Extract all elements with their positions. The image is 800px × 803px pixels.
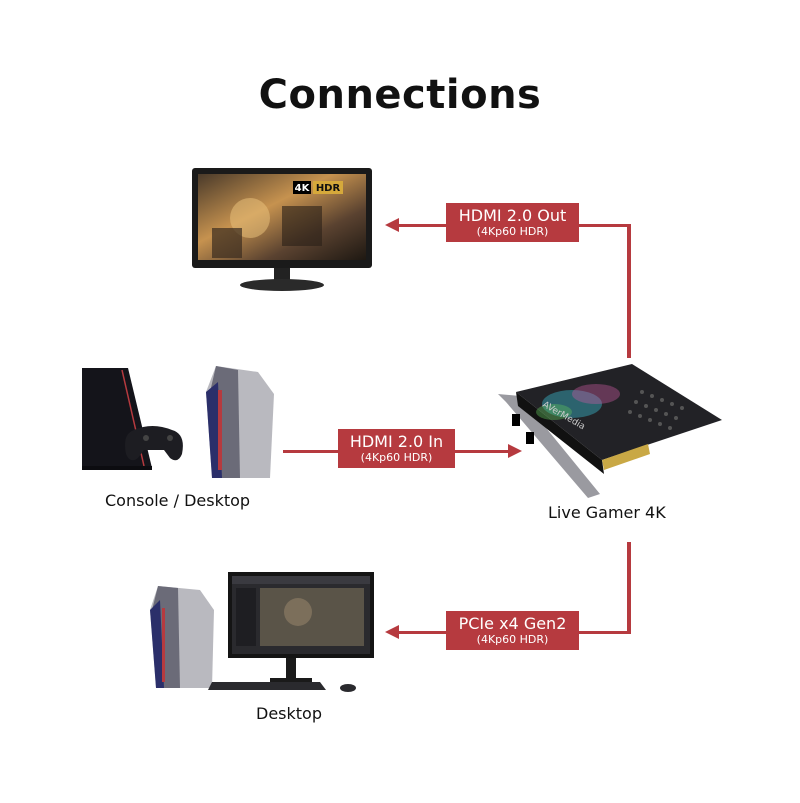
wire-out-vertical (627, 224, 631, 358)
label-hdmi-out-sub: (4Kp60 HDR) (476, 225, 549, 238)
capture-card-device: AVerMedia (492, 362, 732, 498)
card-caption: Live Gamer 4K (548, 503, 666, 522)
badge-hdr-text: HDR (316, 183, 341, 194)
desktop-device (148, 572, 376, 694)
arrow-in-icon (508, 444, 522, 458)
label-pcie: PCIe x4 Gen2 (4Kp60 HDR) (446, 611, 579, 650)
page-title: Connections (258, 72, 542, 118)
label-hdmi-in-sub: (4Kp60 HDR) (360, 451, 433, 464)
label-hdmi-out-main: HDMI 2.0 Out (458, 206, 567, 225)
desktop-caption: Desktop (256, 704, 322, 723)
arrow-pcie-icon (385, 625, 399, 639)
label-hdmi-in: HDMI 2.0 In (4Kp60 HDR) (338, 429, 455, 468)
console-desktop-device (78, 362, 278, 480)
monitor-device: 4K HDR (192, 168, 372, 292)
label-hdmi-out: HDMI 2.0 Out (4Kp60 HDR) (446, 203, 579, 242)
arrow-out-icon (385, 218, 399, 232)
badge-4k-text: 4K (295, 183, 311, 194)
label-pcie-sub: (4Kp60 HDR) (476, 633, 549, 646)
wire-pcie-vertical (627, 542, 631, 634)
label-hdmi-in-main: HDMI 2.0 In (349, 432, 444, 451)
label-pcie-main: PCIe x4 Gen2 (458, 614, 567, 633)
console-desktop-caption: Console / Desktop (105, 491, 251, 510)
